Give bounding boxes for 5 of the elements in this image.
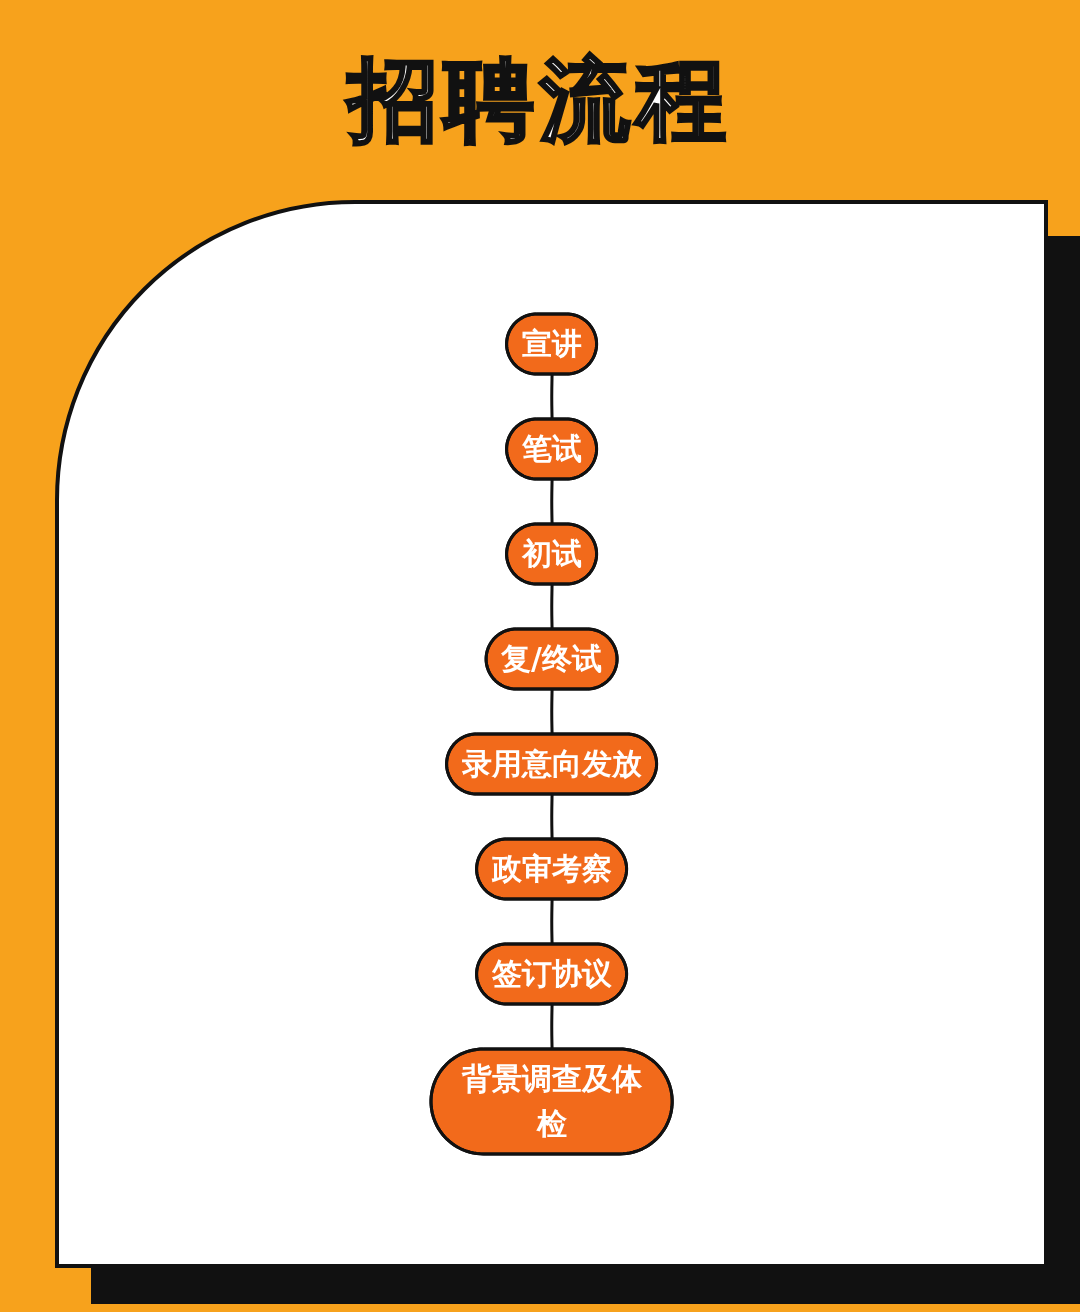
connector — [550, 479, 554, 525]
connector — [550, 689, 554, 735]
connector — [550, 794, 554, 840]
connector — [550, 374, 554, 420]
connector — [550, 584, 554, 630]
